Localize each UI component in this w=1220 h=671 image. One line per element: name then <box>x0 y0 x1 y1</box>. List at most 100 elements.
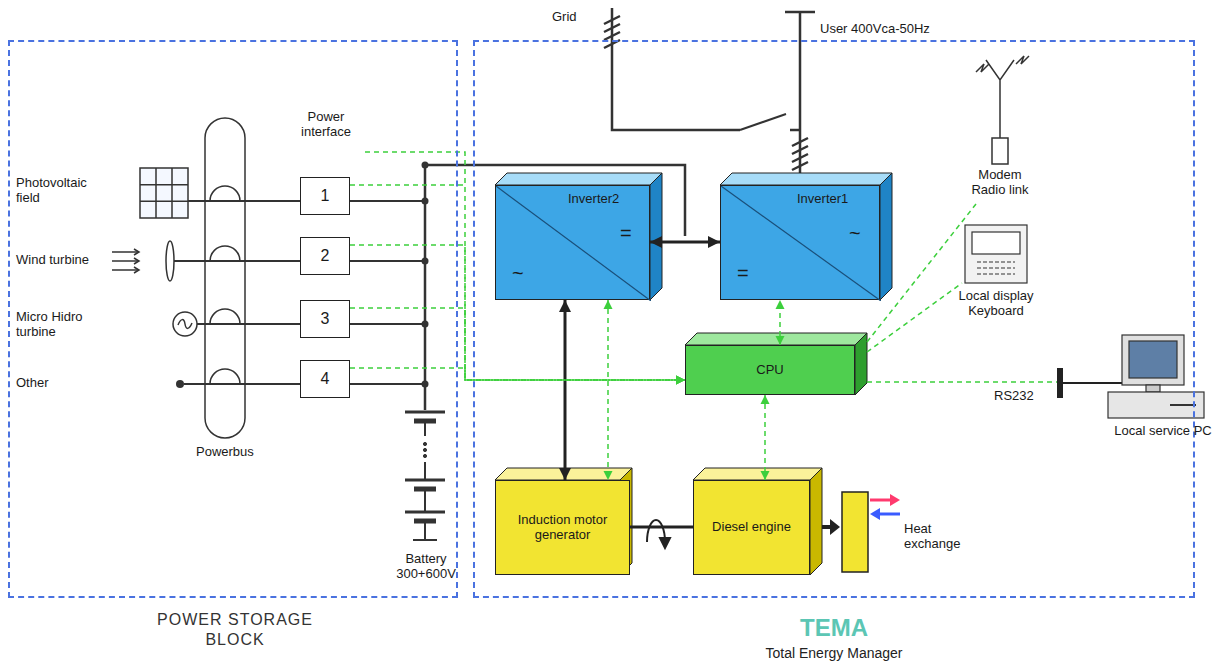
battery-symbol-part <box>423 448 426 451</box>
node-text: Induction motor generator <box>496 513 629 543</box>
service-pc-part <box>1170 404 1196 406</box>
hydro-turbine-part <box>178 320 192 329</box>
load-label: User 400Vca-50Hz <box>820 22 930 37</box>
inverter-box: Inverter2=~ <box>495 185 650 300</box>
battery-symbol <box>405 412 445 540</box>
signal-connector <box>350 185 685 380</box>
modem-antenna-part <box>992 138 1008 164</box>
block-label: Power interface <box>290 110 362 140</box>
box-3d-faces-part <box>855 333 867 395</box>
pv-field-part <box>140 168 188 218</box>
battery-label: Battery 300+600V <box>390 552 462 582</box>
node-text: CPU <box>756 363 783 378</box>
battery-symbol-part <box>413 421 437 540</box>
arrow-head <box>776 300 785 309</box>
service-pc-part <box>1108 392 1204 418</box>
box-3d-faces-part <box>880 173 892 300</box>
node-text: ~ <box>849 222 861 245</box>
power-connector <box>564 300 567 480</box>
diagonal-line <box>721 186 881 301</box>
device-label: Modem Radio link <box>960 168 1040 198</box>
arrow-head <box>559 300 571 312</box>
device-label: Local display Keyboard <box>940 289 1052 319</box>
node-text: TEMA <box>475 614 1193 642</box>
arrow-head <box>676 376 685 385</box>
grid-line-part <box>790 129 800 132</box>
service-pc-part <box>1146 385 1160 392</box>
arrow-head <box>676 376 685 385</box>
arrow-head <box>676 376 685 385</box>
node-text: Inverter2 <box>568 192 619 207</box>
modem-antenna-part <box>976 56 1029 72</box>
box-3d-faces-part <box>650 173 662 300</box>
interface-box: 1 <box>300 177 350 215</box>
signal-connector <box>350 308 685 380</box>
arrow-head <box>761 471 770 480</box>
pv-field-part <box>140 168 188 218</box>
pv-field <box>140 168 188 218</box>
grid-line-part <box>785 12 815 173</box>
arrow-head <box>676 376 685 385</box>
green-signal-lines-part <box>867 204 976 342</box>
grid-line <box>604 8 815 173</box>
grid-line-part <box>604 16 620 48</box>
node-text: 2 <box>321 247 330 265</box>
source-label: Wind turbine <box>16 253 89 268</box>
region-box: TEMATotal Energy ManagerInverter2=~Inver… <box>473 40 1195 598</box>
heat-exchanger-part <box>870 499 893 502</box>
box-3d-faces <box>495 173 892 575</box>
wind-turbine-part <box>134 249 139 273</box>
display-keyboard-part <box>965 225 1027 283</box>
wires <box>174 201 425 384</box>
battery-symbol-part <box>423 442 426 445</box>
heat-exchanger-part <box>830 519 840 535</box>
port-label: RS232 <box>994 389 1034 404</box>
box-3d-faces-part <box>495 173 662 185</box>
interface-box: 2 <box>300 237 350 275</box>
node-text: ~ <box>512 262 524 285</box>
interface-box: 3 <box>300 300 350 338</box>
service-pc-part <box>1129 341 1177 378</box>
source-label: Micro Hidro turbine <box>16 310 108 340</box>
arrow-head <box>761 395 770 404</box>
arrow-head <box>650 236 662 248</box>
power-connector <box>630 526 693 529</box>
node-text: Total Energy Manager <box>475 645 1193 661</box>
heat-label: Heat exchange <box>904 522 976 552</box>
wires-part <box>350 201 425 384</box>
node-text: 4 <box>321 370 330 388</box>
engine-box: Diesel engine <box>693 480 810 575</box>
dc-bus-part <box>425 165 685 410</box>
diagonal-line <box>496 186 651 301</box>
node-text: POWER STORAGE BLOCK <box>135 610 335 650</box>
service-pc-part <box>1122 335 1184 385</box>
arrow-head <box>604 300 613 309</box>
battery-symbol-part <box>423 454 426 457</box>
green-signal-lines-part <box>365 152 465 185</box>
cpu-box: CPU <box>685 345 855 395</box>
hydro-turbine-part <box>173 312 197 336</box>
bus-junctions-part <box>422 381 429 388</box>
service-pc <box>1108 335 1204 418</box>
heat-exchanger <box>822 492 900 572</box>
node-text: 3 <box>321 310 330 328</box>
node-text: Diesel engine <box>706 520 797 535</box>
grid-line-part <box>740 114 786 130</box>
display-keyboard <box>965 225 1027 283</box>
modem-antenna-part <box>986 60 1014 138</box>
rotation-arrow-part <box>660 538 670 548</box>
rs232-connector-part <box>1063 382 1122 384</box>
node-text: Inverter1 <box>797 192 848 207</box>
bus-junctions-part <box>422 321 429 328</box>
hydro-turbine <box>173 312 197 336</box>
generator-box: Induction motor generator <box>495 480 630 575</box>
box-3d-faces-part <box>685 333 867 345</box>
bus-junctions-part <box>422 198 429 205</box>
grid-line-part <box>792 138 808 170</box>
heat-exchanger-part <box>878 513 900 516</box>
heat-exchanger-part <box>890 494 900 506</box>
signal-connector <box>350 368 685 380</box>
display-keyboard-part <box>972 232 1020 254</box>
dc-bus <box>425 165 685 410</box>
